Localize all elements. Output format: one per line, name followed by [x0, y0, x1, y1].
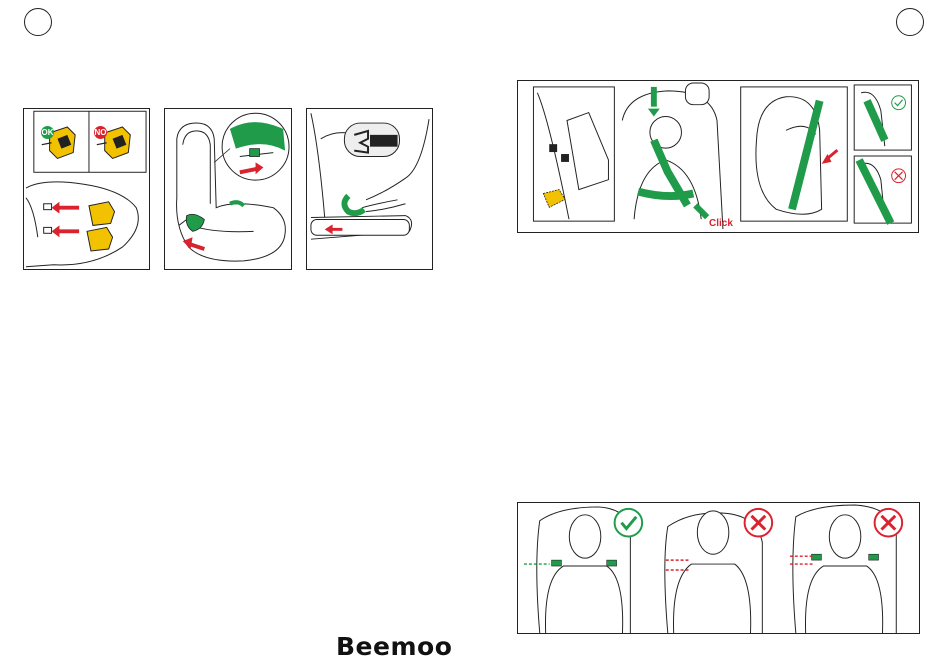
- headrest-too-high: [790, 505, 902, 633]
- headrest-height-illustration: [518, 503, 919, 633]
- step-circle-left: [24, 8, 52, 36]
- seat-isofix-arm-panel: [164, 108, 292, 270]
- brand-logo: Beemoo: [336, 632, 452, 661]
- headrest-height-panel: [517, 502, 920, 634]
- installation-strip: Click: [517, 80, 919, 233]
- installation-strip-illustration: [518, 81, 918, 232]
- headrest-too-low: [665, 509, 772, 633]
- click-label: Click: [709, 218, 733, 229]
- seat-isofix-arm-illustration: [165, 109, 291, 269]
- release-handle-panel: [306, 108, 433, 270]
- step-circle-right: [896, 8, 924, 36]
- isofix-panel: OK NO: [23, 108, 150, 270]
- no-badge: NO: [94, 126, 107, 139]
- headrest-correct: [524, 507, 642, 633]
- ok-badge: OK: [41, 126, 54, 139]
- release-handle-illustration: [307, 109, 432, 269]
